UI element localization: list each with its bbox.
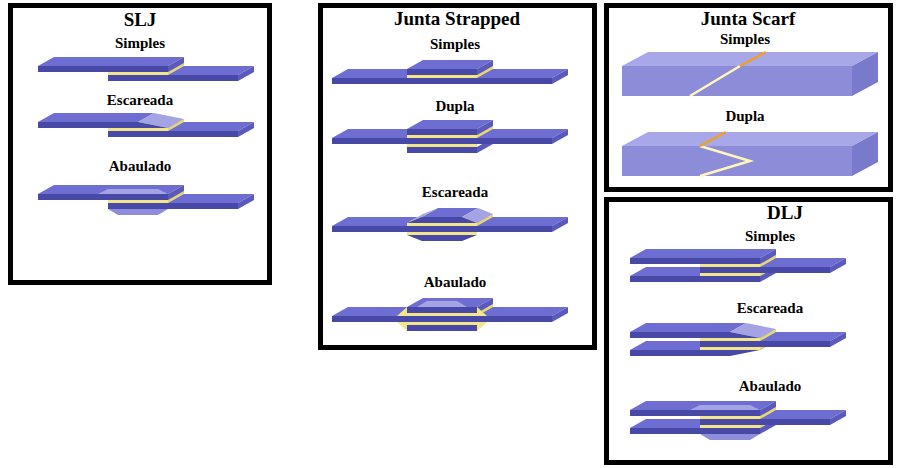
joint-panel: SLJ SimplesEscareadaAbaulado	[8, 3, 272, 285]
joint-label: Escareada	[422, 184, 488, 201]
slj-simple	[38, 57, 254, 81]
scarf-line	[740, 52, 766, 66]
joint-label: Dupla	[435, 98, 474, 115]
joint-label: Abaulado	[424, 274, 487, 291]
joint-label: Simples	[720, 31, 770, 48]
joint-panel: Junta StrappedSimplesDuplaEscareadaAbaul…	[318, 3, 597, 350]
dlj-beveled	[630, 323, 846, 356]
bulge	[690, 405, 760, 410]
joint-label: Escareada	[107, 92, 173, 109]
joint-label: Abaulado	[109, 158, 172, 175]
joint-label: Dupla	[725, 108, 764, 125]
panel-title: Junta Strapped	[394, 8, 520, 30]
slj-beveled	[38, 113, 254, 137]
strap-front	[407, 147, 477, 153]
beveled-strap	[407, 208, 493, 223]
dlj-rounded	[630, 401, 846, 440]
strap	[407, 120, 493, 135]
plate	[38, 185, 184, 200]
scarf-line	[700, 132, 726, 146]
plate	[630, 249, 776, 264]
joint-panel: Junta ScarfSimplesDupla	[604, 3, 893, 192]
block-front	[622, 66, 852, 96]
plate	[38, 57, 184, 72]
joint-label: Simples	[430, 36, 480, 53]
beveled-plate	[38, 113, 184, 128]
adhesive-fillet	[477, 307, 487, 316]
adhesive-fillet	[397, 307, 407, 316]
panel-title: DLJ	[767, 202, 803, 224]
bulge	[98, 189, 168, 194]
adhesive-front	[407, 322, 477, 325]
bulge	[417, 301, 467, 307]
block-front	[622, 146, 852, 176]
joint-label: Simples	[745, 228, 795, 245]
panel-title: Junta Scarf	[701, 8, 795, 30]
scarf-double	[622, 132, 878, 176]
adhesive-fillet	[397, 322, 407, 331]
bulge	[108, 209, 168, 215]
scarf-simple	[622, 52, 878, 96]
strap-double	[332, 120, 568, 153]
beveled-plate	[630, 323, 776, 338]
adhesive-front	[407, 232, 477, 235]
dlj-simple	[630, 249, 846, 282]
scarf-line	[690, 66, 740, 96]
plate	[630, 401, 776, 416]
block-end	[852, 52, 878, 96]
joint-panel: DLJ SimplesEscareadaAbaulado	[604, 197, 893, 465]
joint-label: Escareada	[737, 300, 803, 317]
joint-label: Simples	[115, 35, 165, 52]
strap-front	[407, 325, 477, 331]
strap-beveled	[332, 208, 568, 241]
panel-title: SLJ	[124, 9, 157, 31]
bulge	[700, 434, 760, 440]
block-end	[852, 132, 878, 176]
block-top	[622, 132, 878, 146]
adhesive-front	[407, 144, 477, 147]
strap	[407, 60, 493, 75]
adhesive-fillet	[477, 322, 487, 331]
joint-label: Abaulado	[739, 378, 802, 395]
plate-front	[630, 350, 760, 356]
strap-front	[407, 235, 477, 241]
strap-simple	[332, 60, 568, 84]
strap-rounded	[332, 298, 568, 331]
slj-rounded	[38, 185, 254, 215]
scarf-line	[700, 146, 750, 176]
block-top	[622, 52, 878, 66]
